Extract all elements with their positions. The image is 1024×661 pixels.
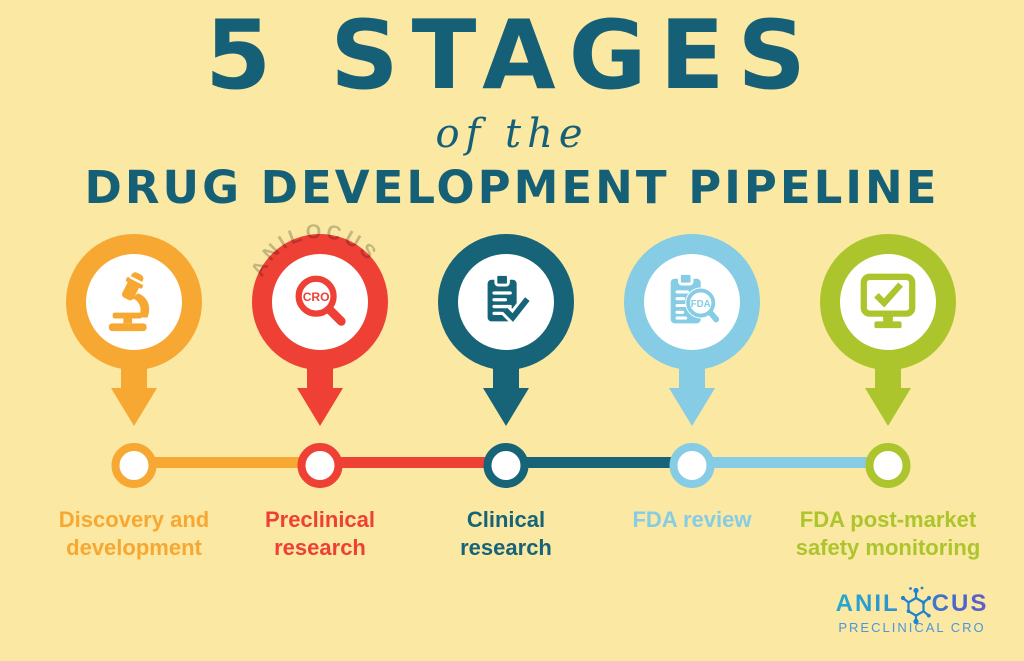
stage-marker: FDA (624, 234, 760, 370)
marker-arrow-down (111, 388, 157, 426)
timeline-node (297, 443, 343, 488)
marker-arrow-down (483, 388, 529, 426)
timeline-segment-2 (320, 457, 506, 468)
cro-magnifier-icon: CRO (295, 275, 346, 326)
molecule-icon (900, 586, 931, 624)
title-subtitle: DRUG DEVELOPMENT PIPELINE (84, 161, 940, 214)
timeline-segment-1 (134, 457, 320, 468)
microscope-icon (108, 272, 150, 332)
timeline-node (111, 443, 157, 488)
stage-marker (820, 234, 956, 370)
anilocus-logo: ANIL (824, 586, 1000, 635)
stage-marker (438, 234, 574, 370)
timeline-node (483, 443, 529, 488)
timeline-node (669, 443, 715, 488)
stage-label: Discovery and development (58, 507, 210, 560)
logo-text-right: CUS (931, 590, 989, 617)
logo-wordmark: ANIL (824, 586, 1000, 624)
marker-arrow-down (669, 388, 715, 426)
stage-label: Preclinical research (264, 507, 376, 560)
timeline-node (865, 443, 911, 488)
stage-marker: CRO (252, 234, 388, 370)
cro-icon-text: CRO (303, 290, 330, 304)
marker-stem (121, 362, 147, 390)
logo-subtitle: PRECLINICAL CRO (838, 620, 986, 635)
marker-stem (679, 362, 705, 390)
timeline-segment-3 (506, 457, 692, 468)
fda-icon-text: FDA (691, 299, 711, 310)
stage-label: FDA review (632, 507, 752, 532)
stage-marker (66, 234, 202, 370)
marker-stem (875, 362, 901, 390)
clipboard-check-icon (487, 272, 532, 327)
monitor-check-icon (860, 273, 916, 329)
timeline-segment-4 (692, 457, 888, 468)
stage-label: Clinical research (460, 507, 552, 560)
marker-arrow-down (865, 388, 911, 426)
marker-arrow-down (297, 388, 343, 426)
title-script-ofthe: of the (435, 111, 589, 157)
logo-text-left: ANIL (835, 590, 900, 617)
marker-stem (307, 362, 333, 390)
stage-label: FDA post-market safety monitoring (795, 507, 981, 560)
marker-stem (493, 362, 519, 390)
page-title: 5 STAGES (205, 1, 819, 111)
fda-magnifier-clipboard-icon: FDA (670, 271, 723, 327)
